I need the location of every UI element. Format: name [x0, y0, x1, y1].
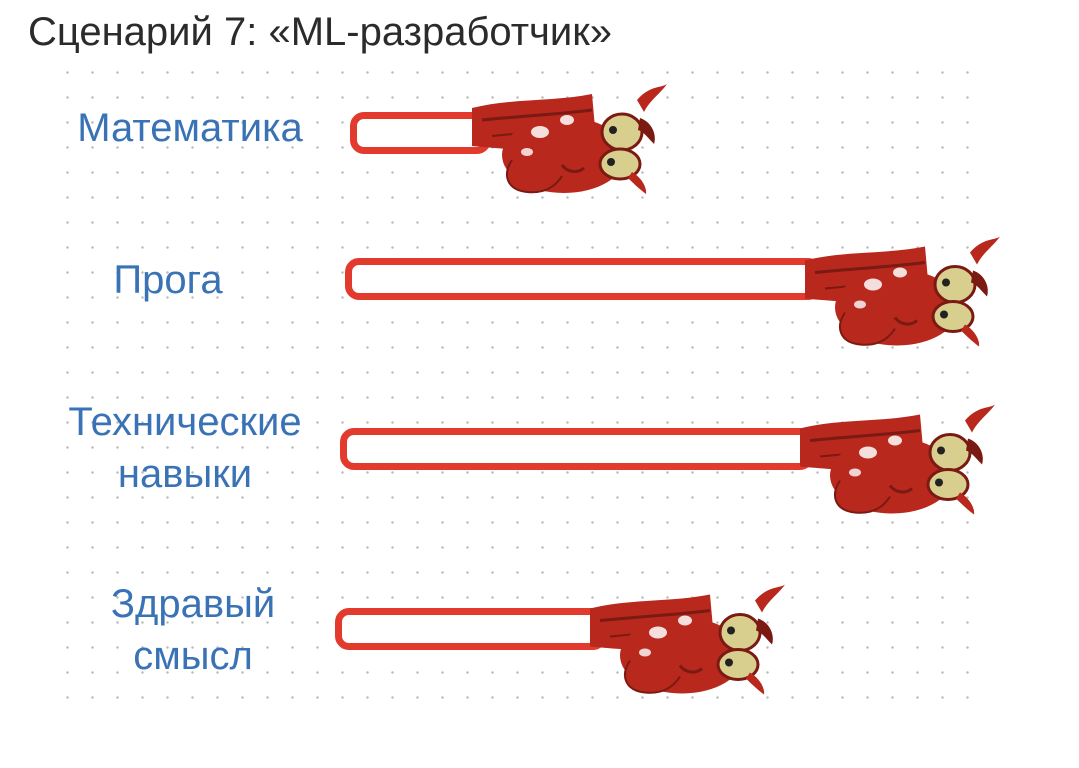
skill-label-line: Математика — [77, 106, 303, 150]
skill-label-line: Прога — [113, 258, 223, 302]
skill-label-line: смысл — [133, 634, 253, 678]
red-cartoon-creature-icon — [805, 236, 1000, 347]
skill-label-tech-skills: Технические навыки — [55, 396, 315, 500]
slide-title: Сценарий 7: «ML-разработчик» — [28, 10, 612, 54]
skill-bar-programming — [345, 258, 822, 300]
skill-bar-tech-skills — [340, 428, 814, 470]
skill-bar-common-sense — [335, 608, 607, 650]
skill-label-common-sense: Здравый смысл — [63, 578, 323, 682]
skill-label-line: Здравый — [110, 582, 276, 626]
red-cartoon-creature-icon — [590, 584, 785, 695]
red-cartoon-creature-icon — [800, 404, 995, 515]
skill-label-line: Технические — [68, 400, 302, 444]
red-cartoon-creature-icon — [472, 84, 667, 194]
skill-label-line: навыки — [117, 452, 253, 496]
skill-label-math: Математика — [60, 102, 320, 154]
skill-bar-math — [350, 112, 491, 154]
skill-label-programming: Прога — [38, 254, 298, 306]
